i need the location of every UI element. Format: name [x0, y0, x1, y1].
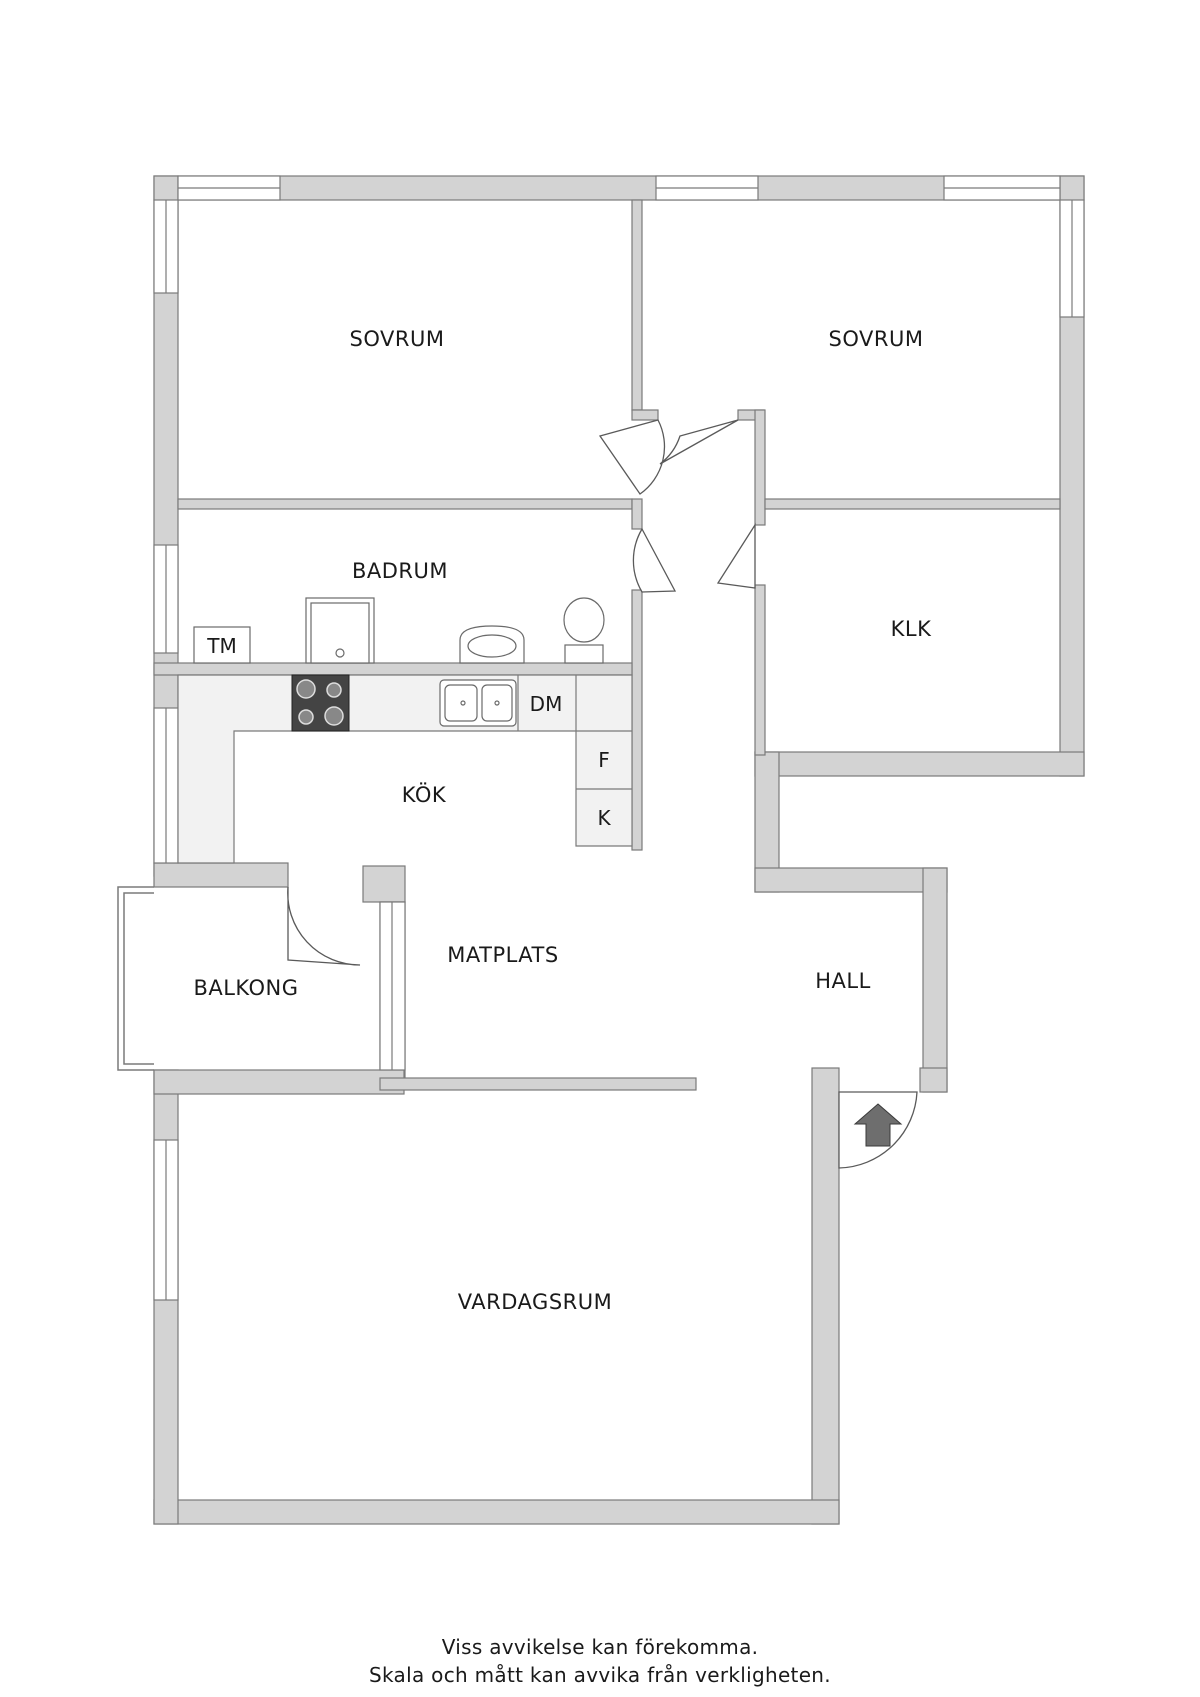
wall-badrum-stub-top — [631, 498, 643, 530]
room-label-matplats: MATPLATS — [447, 943, 558, 967]
disclaimer-line-1: Viss avvikelse kan förekomma. — [441, 1635, 759, 1659]
wall-sovrum-klk — [764, 498, 1061, 510]
wall-hall-door-stub — [919, 1067, 948, 1093]
room-label-kok: KÖK — [402, 782, 447, 807]
wall-door-stub-left — [631, 409, 659, 421]
stove-icon — [291, 674, 350, 732]
entrance-arrow-icon — [853, 1103, 903, 1147]
room-label-sovrum-left: SOVRUM — [350, 327, 445, 351]
wall-matplats-bottom — [379, 1077, 697, 1091]
drain-icon — [335, 648, 345, 658]
kitchen-counters — [177, 674, 633, 864]
window-icon — [153, 175, 1085, 1301]
wall-living-right — [811, 1067, 840, 1525]
room-label-klk: KLK — [891, 617, 932, 641]
toilet-icon — [564, 644, 604, 664]
fixture-label-dm: DM — [530, 692, 563, 716]
wall-hall-right — [922, 867, 948, 1093]
fixture-label-k: K — [597, 806, 611, 830]
room-label-hall: HALL — [815, 969, 871, 993]
wall-badrum-kok-right — [631, 589, 643, 851]
room-label-balkong: BALKONG — [193, 976, 298, 1000]
washing-machine-icon — [193, 626, 251, 664]
kitchen-sink-icon — [439, 679, 517, 727]
wall-klk-bottom — [754, 751, 1085, 777]
room-label-badrum: BADRUM — [352, 559, 448, 583]
wall-balkong-bottom — [153, 1069, 405, 1095]
wall-badrum-kok — [153, 662, 633, 676]
wall-sovrum-badrum — [177, 498, 633, 510]
wall-matplats-stub — [362, 865, 406, 903]
fixture-label-tm: TM — [206, 634, 236, 658]
wall-kok-balkong — [153, 862, 289, 888]
wall-klk-left-lower — [754, 584, 766, 756]
wall-klk-left-upper — [754, 409, 766, 526]
disclaimer-line-2: Skala och mått kan avvika från verklighe… — [369, 1663, 831, 1687]
door-swing-icon — [287, 419, 918, 1169]
balcony-outline — [117, 886, 154, 1071]
walls — [153, 175, 1085, 1525]
wall-bottom — [153, 1499, 840, 1525]
room-label-vardagsrum: VARDAGSRUM — [458, 1290, 612, 1314]
room-label-sovrum-right: SOVRUM — [829, 327, 924, 351]
fixture-label-f: F — [598, 748, 610, 772]
wall-hall-step — [754, 867, 948, 893]
wall-bedroom-divider — [631, 199, 643, 411]
